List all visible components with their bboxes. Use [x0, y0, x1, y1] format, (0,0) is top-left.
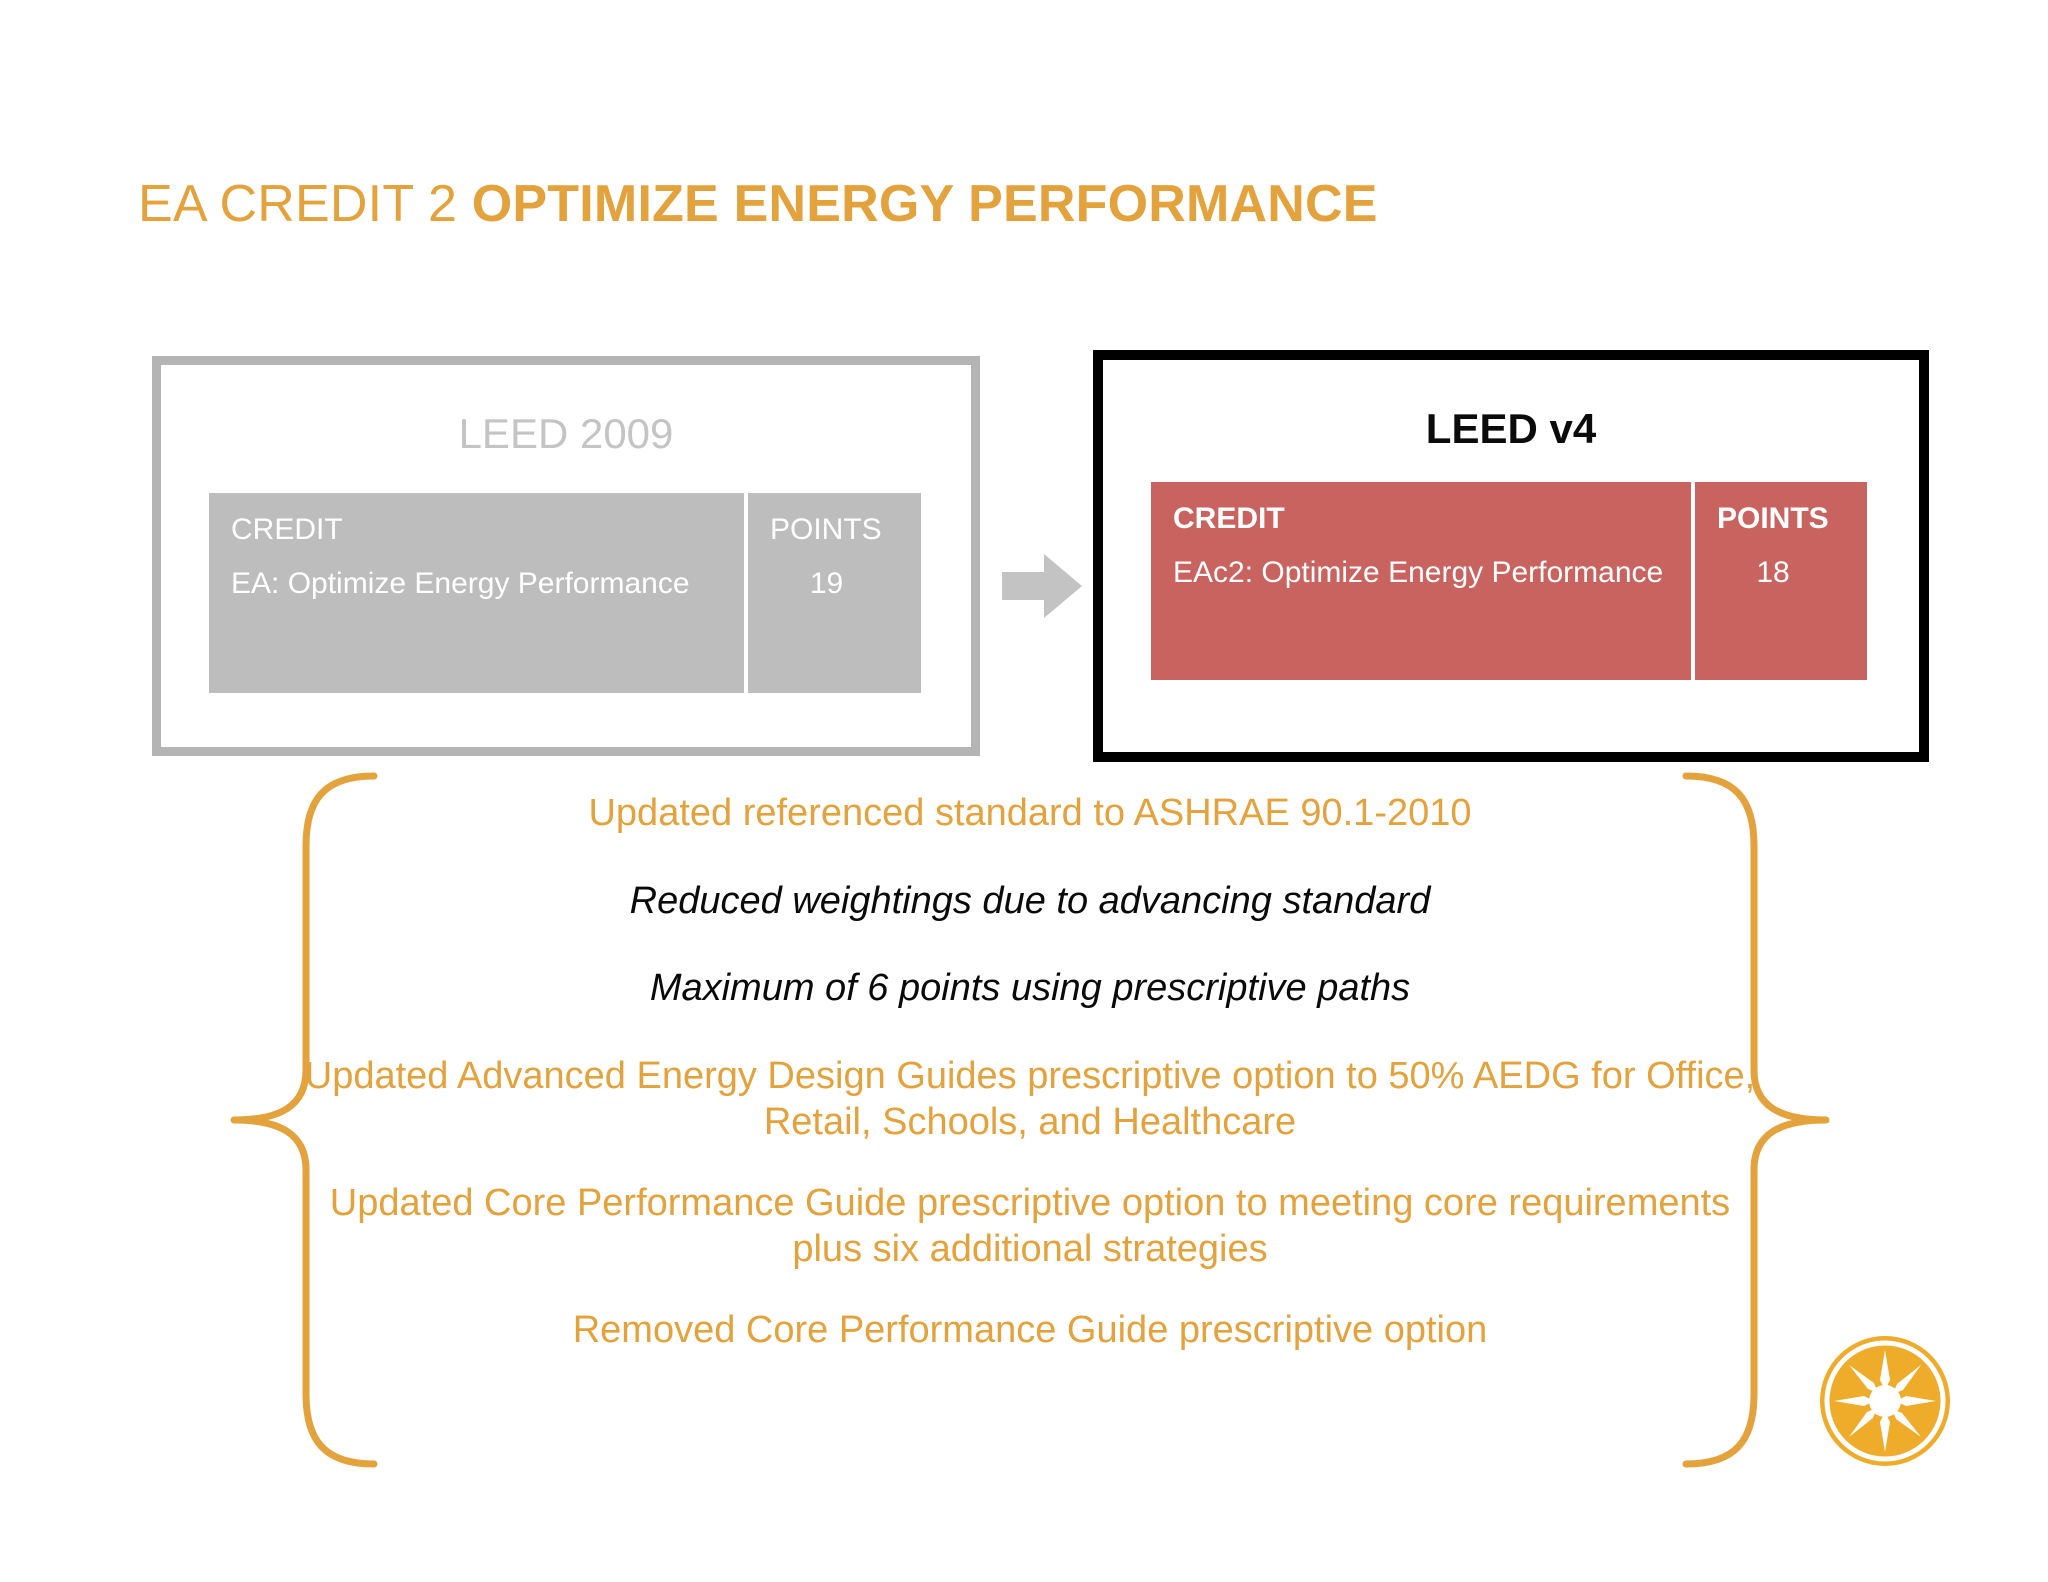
- left-brace-icon: [228, 770, 378, 1470]
- leed-v4-points-header: POINTS: [1717, 502, 1829, 535]
- leed-v4-credit-table: CREDIT EAc2: Optimize Energy Performance…: [1151, 482, 1867, 680]
- change-item-5: Updated Core Performance Guide prescript…: [329, 1181, 1731, 1271]
- leed-v4-points-value: 18: [1756, 556, 1790, 589]
- leed-2009-points-value: 19: [809, 567, 844, 600]
- change-item-3: Maximum of 6 points using prescriptive p…: [649, 966, 1411, 1009]
- leed-v4-credit-header: CREDIT: [1173, 502, 1285, 535]
- change-item-4: Updated Advanced Energy Design Guides pr…: [304, 1055, 1756, 1144]
- leed-v4-heading: LEED v4: [1425, 405, 1597, 452]
- leed-2009-credit-header: CREDIT: [231, 513, 343, 546]
- leed-v4-credit-value: EAc2: Optimize Energy Performance: [1173, 556, 1664, 589]
- leed-2009-heading: LEED 2009: [458, 410, 674, 457]
- leed-v4-panel: LEED v4 CREDIT EAc2: Optimize Energy Per…: [1093, 350, 1929, 762]
- arrow-right-icon: [1000, 550, 1084, 622]
- page-title-emphasis: OPTIMIZE ENERGY PERFORMANCE: [471, 175, 1378, 233]
- page-title: EA CREDIT 2 OPTIMIZE ENERGY PERFORMANCE: [138, 175, 1378, 233]
- leed-2009-credit-table: CREDIT EA: Optimize Energy Performance P…: [209, 493, 921, 693]
- comparison-area: LEED 2009 CREDIT EA: Optimize Energy Per…: [0, 350, 2048, 762]
- change-item-2: Reduced weightings due to advancing stan…: [629, 880, 1431, 923]
- change-item-1: Updated referenced standard to ASHRAE 90…: [588, 792, 1472, 834]
- leed-2009-credit-cell: CREDIT EA: Optimize Energy Performance: [209, 493, 744, 693]
- page-title-prefix: EA CREDIT 2: [138, 175, 472, 233]
- leed-v4-credit-cell: CREDIT EAc2: Optimize Energy Performance: [1151, 482, 1691, 680]
- changes-list: Updated referenced standard to ASHRAE 90…: [300, 790, 1760, 1353]
- leed-v4-points-cell: POINTS 18: [1695, 482, 1867, 680]
- leed-2009-panel: LEED 2009 CREDIT EA: Optimize Energy Per…: [152, 356, 980, 756]
- sun-logo-icon: [1818, 1334, 1952, 1468]
- change-item-6: Removed Core Performance Guide prescript…: [572, 1308, 1488, 1351]
- leed-2009-points-header: POINTS: [770, 513, 882, 546]
- changes-area: [0, 770, 2048, 1470]
- right-brace-icon: [1682, 770, 1832, 1470]
- leed-2009-credit-value: EA: Optimize Energy Performance: [231, 567, 690, 600]
- leed-2009-points-cell: POINTS 19: [748, 493, 921, 693]
